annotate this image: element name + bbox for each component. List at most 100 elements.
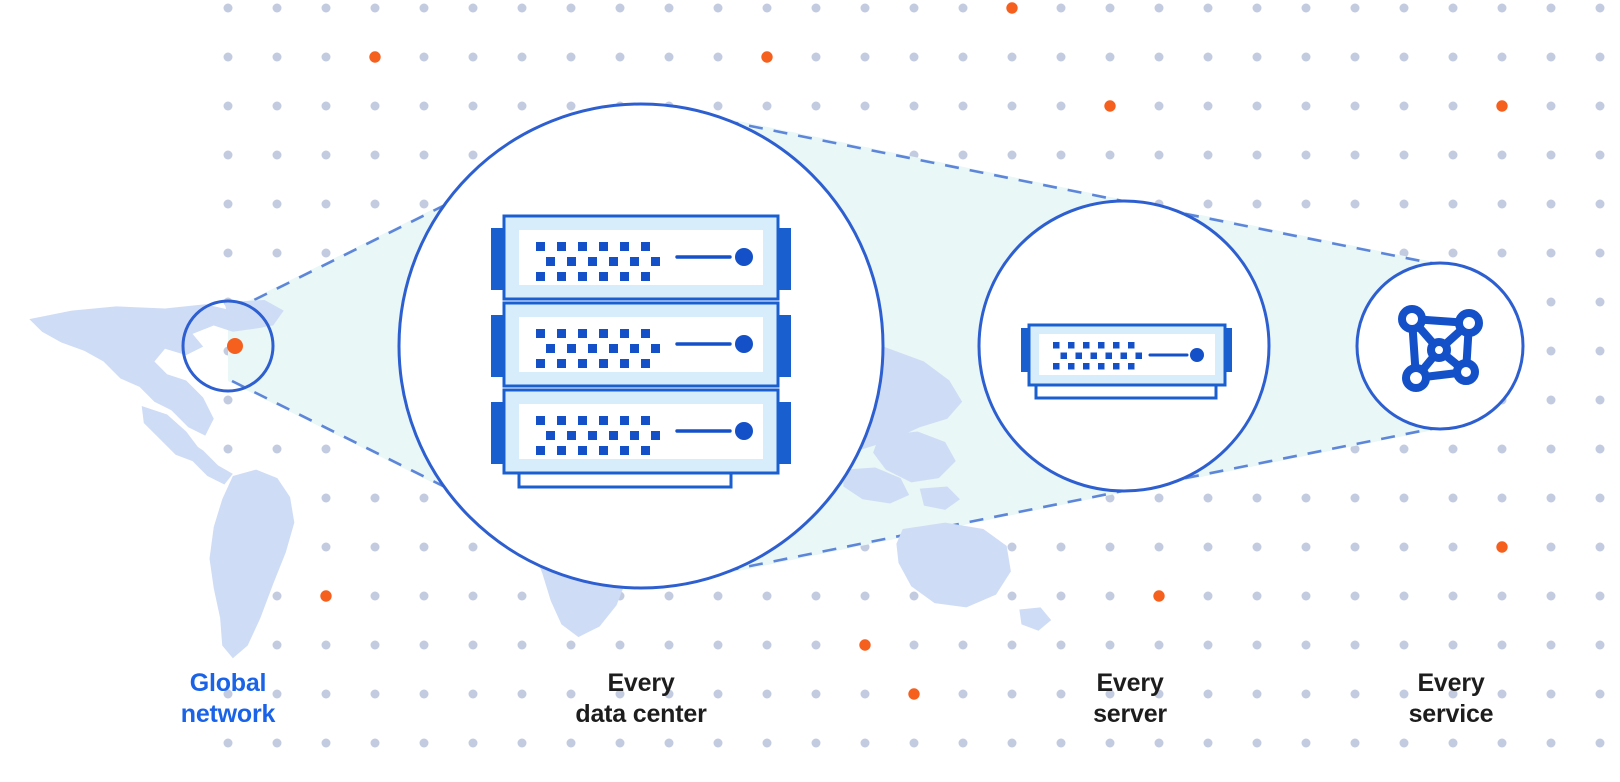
grid-dot [1252,52,1262,62]
grid-dot [909,3,919,13]
server-rack-base-shelf [517,471,733,489]
grid-dot [811,640,821,650]
grid-dot-accent [761,51,773,63]
grid-dot [1399,542,1409,552]
grid-dot [664,3,674,13]
grid-dot [1546,3,1556,13]
grid-dot [1448,542,1458,552]
grid-dot [1595,395,1605,405]
grid-dot [419,493,429,503]
grid-dot [1399,591,1409,601]
grid-dot [321,3,331,13]
grid-dot [517,52,527,62]
grid-dot [370,738,380,748]
grid-dot [370,591,380,601]
grid-dot [1448,640,1458,650]
grid-dot [370,493,380,503]
grid-dot [1105,640,1115,650]
stage-every-service [1355,261,1525,431]
grid-dot [1154,738,1164,748]
grid-dot [1546,395,1556,405]
grid-dot [1399,640,1409,650]
grid-dot [321,542,331,552]
grid-dot [517,738,527,748]
grid-dot [1546,542,1556,552]
status-led-dot [735,422,753,440]
grid-dot [1203,199,1213,209]
grid-dot [272,689,282,699]
grid-dot [1595,444,1605,454]
grid-dot [1105,493,1115,503]
grid-dot [1203,640,1213,650]
grid-dot [860,52,870,62]
grid-dot [811,52,821,62]
grid-dot [1056,101,1066,111]
grid-dot [272,199,282,209]
server-base-shelf [1034,383,1218,400]
grid-dot [1448,493,1458,503]
grid-dot [1203,591,1213,601]
grid-dot [1595,493,1605,503]
grid-dot [1105,591,1115,601]
grid-dot-accent [859,639,871,651]
grid-dot [1154,101,1164,111]
grid-dot [958,689,968,699]
grid-dot [1399,3,1409,13]
grid-dot [762,3,772,13]
grid-dot [321,640,331,650]
grid-dot [1252,738,1262,748]
grid-dot [566,52,576,62]
grid-dot [419,3,429,13]
grid-dot [1448,248,1458,258]
grid-dot [419,199,429,209]
grid-dot-accent [1104,100,1116,112]
grid-dot [370,689,380,699]
grid-dot [909,101,919,111]
graph-node-top-left [1398,305,1426,333]
grid-dot-accent [1153,590,1165,602]
grid-dot [419,738,429,748]
grid-dot [223,199,233,209]
grid-dot [615,3,625,13]
grid-dot [272,248,282,258]
grid-dot [1203,3,1213,13]
grid-dot [1105,3,1115,13]
grid-dot [272,738,282,748]
grid-dot [1301,3,1311,13]
grid-dot [1301,640,1311,650]
grid-dot [468,591,478,601]
grid-dot [1252,493,1262,503]
grid-dot [419,542,429,552]
grid-dot [1497,493,1507,503]
grid-dot [272,640,282,650]
graph-node-bottom-right [1453,359,1479,385]
grid-dot [321,199,331,209]
grid-dot [1595,640,1605,650]
grid-dot [1252,101,1262,111]
grid-dot [1497,689,1507,699]
grid-dot [223,101,233,111]
server-vent-matrix [536,242,660,281]
grid-dot [1301,493,1311,503]
grid-dot [1252,3,1262,13]
grid-dot [517,3,527,13]
grid-dot [1595,542,1605,552]
grid-dot [419,101,429,111]
grid-dot [1595,591,1605,601]
grid-dot [1203,52,1213,62]
status-led-dot [735,335,753,353]
grid-dot [1399,444,1409,454]
grid-dot [1350,738,1360,748]
grid-dot [1546,738,1556,748]
grid-dot [1546,297,1556,307]
grid-dot [370,101,380,111]
orange-location-dot [227,338,243,354]
grid-dot [468,3,478,13]
grid-dot [1301,591,1311,601]
grid-dot [860,3,870,13]
grid-dot [1595,248,1605,258]
map-highlight-circle [181,299,275,393]
grid-dot [1252,199,1262,209]
grid-dot [713,52,723,62]
grid-dot [1007,542,1017,552]
